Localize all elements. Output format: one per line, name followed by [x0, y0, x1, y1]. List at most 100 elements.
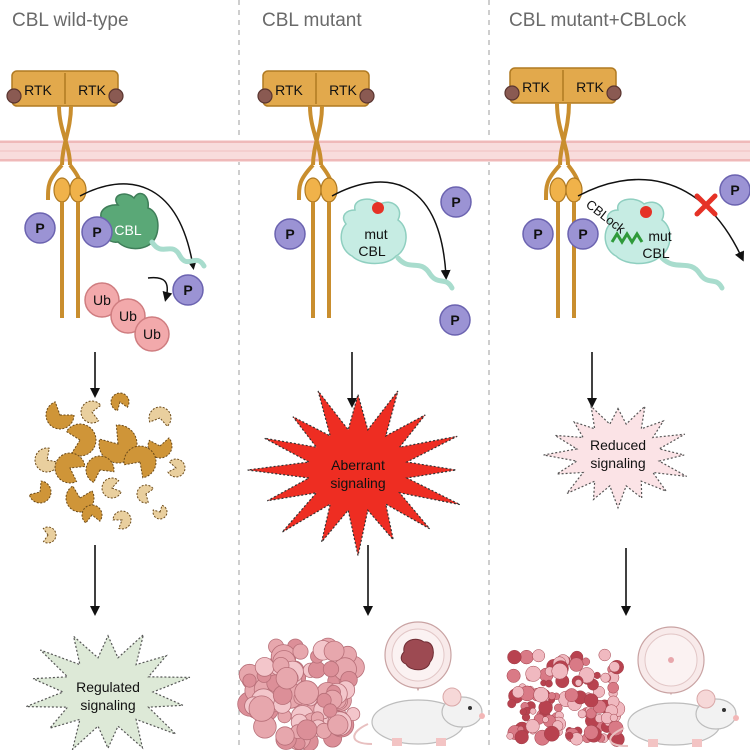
tumor-cell	[525, 719, 540, 734]
cbl-label-cblock: CBL	[642, 245, 669, 261]
tumor-cell	[574, 679, 583, 687]
tumor-cell	[609, 661, 620, 673]
tumor-cell	[577, 709, 587, 719]
fragment	[80, 400, 102, 424]
phosphate-icon: P	[522, 218, 554, 250]
mouse-icon-2	[609, 689, 739, 747]
receptor-wild-type: RTK RTK	[6, 70, 124, 318]
tumor-cell	[323, 640, 345, 662]
mouse-with-tumor	[353, 621, 485, 746]
phosphorylation-arrow-2	[331, 181, 451, 280]
receptor-mutant	[257, 70, 375, 318]
tumor-cell	[275, 726, 295, 746]
tumor-cell	[323, 703, 338, 718]
reduced-label-line1: Reduced	[590, 437, 646, 453]
receptor-icon	[6, 70, 124, 318]
regulated-label-line1: Regulated	[76, 679, 140, 695]
fragment	[167, 458, 186, 478]
phosphate-icon: P	[567, 218, 599, 250]
tumor-cell	[583, 724, 599, 740]
phosphate-icon: P	[719, 174, 750, 206]
phosphate-icon: P	[81, 216, 113, 248]
tumor-cell	[609, 713, 618, 722]
fragment	[110, 392, 130, 412]
ubiquitin-label: Ub	[143, 326, 161, 342]
reduced-signaling-burst	[543, 404, 687, 510]
fragment	[112, 510, 132, 530]
mut-label-2: mut	[364, 226, 387, 242]
rtk-label-3a: RTK	[522, 79, 550, 95]
phosphate-icon: P	[440, 186, 472, 218]
tumor-cell	[533, 687, 549, 703]
tumor-cell	[564, 688, 579, 702]
tumor-cell	[598, 648, 611, 662]
mutation-dot	[372, 202, 384, 214]
receptor-mutant-cblock	[504, 67, 622, 318]
phosphate-group-layer: P P P P P P P P P	[24, 174, 750, 336]
tumor-cell	[525, 665, 542, 682]
tumor-icon	[237, 637, 365, 750]
cbl-protein-cblock	[604, 198, 725, 291]
ubiquitin-icon: Ub	[134, 316, 170, 352]
tumor-cell	[296, 719, 318, 741]
phosphate-icon: P	[274, 218, 306, 250]
fragment	[28, 480, 52, 504]
panel-title-wild-type: CBL wild-type	[12, 10, 129, 31]
fragment	[54, 452, 86, 484]
ubiquitin-icon: Ub	[110, 298, 146, 334]
tumor-cell	[584, 693, 599, 708]
tumor-cell	[294, 680, 319, 705]
aberrant-label-line1: Aberrant	[331, 457, 385, 473]
tumor-cell	[532, 649, 546, 663]
tumor-cell	[543, 725, 560, 742]
fragment	[81, 504, 103, 524]
phosphate-label: P	[92, 224, 101, 240]
tumor-cell	[507, 649, 522, 665]
tumor-scattered-icon	[506, 648, 626, 747]
cbl-label-wild-type: CBL	[114, 222, 141, 238]
tumor-cell	[529, 707, 537, 715]
tumor-cell	[551, 662, 568, 680]
cbl-protein-mutant	[340, 198, 455, 291]
panel-title-mutant: CBL mutant	[262, 10, 362, 31]
phosphorylation-arrow-1	[79, 183, 197, 270]
phosphate-label: P	[578, 226, 587, 242]
ubiquitin-label: Ub	[119, 308, 137, 324]
regulated-signaling-burst	[25, 632, 191, 750]
fragment	[123, 445, 157, 479]
phosphate-label: P	[450, 312, 459, 328]
phosphate-label: P	[183, 282, 192, 298]
rtk-label-2b: RTK	[329, 82, 357, 98]
tumor-cell	[512, 686, 525, 699]
tumor-cell	[506, 668, 521, 683]
phosphate-label: P	[285, 226, 294, 242]
fragment	[148, 406, 172, 428]
fragment	[65, 485, 95, 513]
degradation-fragments-icon	[28, 392, 186, 544]
cell-membrane	[0, 140, 750, 162]
fragment	[42, 526, 57, 544]
tumor-cell	[327, 714, 349, 736]
rtk-label-1a: RTK	[24, 82, 52, 98]
fragment	[65, 423, 97, 457]
phosphate-icon: P	[172, 274, 204, 306]
phosphate-label: P	[730, 182, 739, 198]
flow-arrows	[90, 352, 631, 616]
rtk-label-1b: RTK	[78, 82, 106, 98]
phosphate-icon: P	[439, 304, 471, 336]
ubiquitin-label: Ub	[93, 292, 111, 308]
fragment	[101, 477, 122, 499]
tumor-cell	[307, 660, 326, 679]
aberrant-label-line2: signaling	[330, 475, 385, 491]
tumor-cell	[248, 695, 275, 722]
tumor-cell	[519, 708, 527, 716]
ubiquitin-icon: Ub	[84, 282, 120, 318]
tumor-cell	[507, 699, 517, 709]
phosphorylation-arrow-3	[577, 178, 744, 262]
tumor-cell	[254, 657, 275, 677]
tumor-cell	[514, 730, 529, 745]
phosphate-label: P	[35, 220, 44, 236]
tumor-cell	[569, 657, 584, 672]
